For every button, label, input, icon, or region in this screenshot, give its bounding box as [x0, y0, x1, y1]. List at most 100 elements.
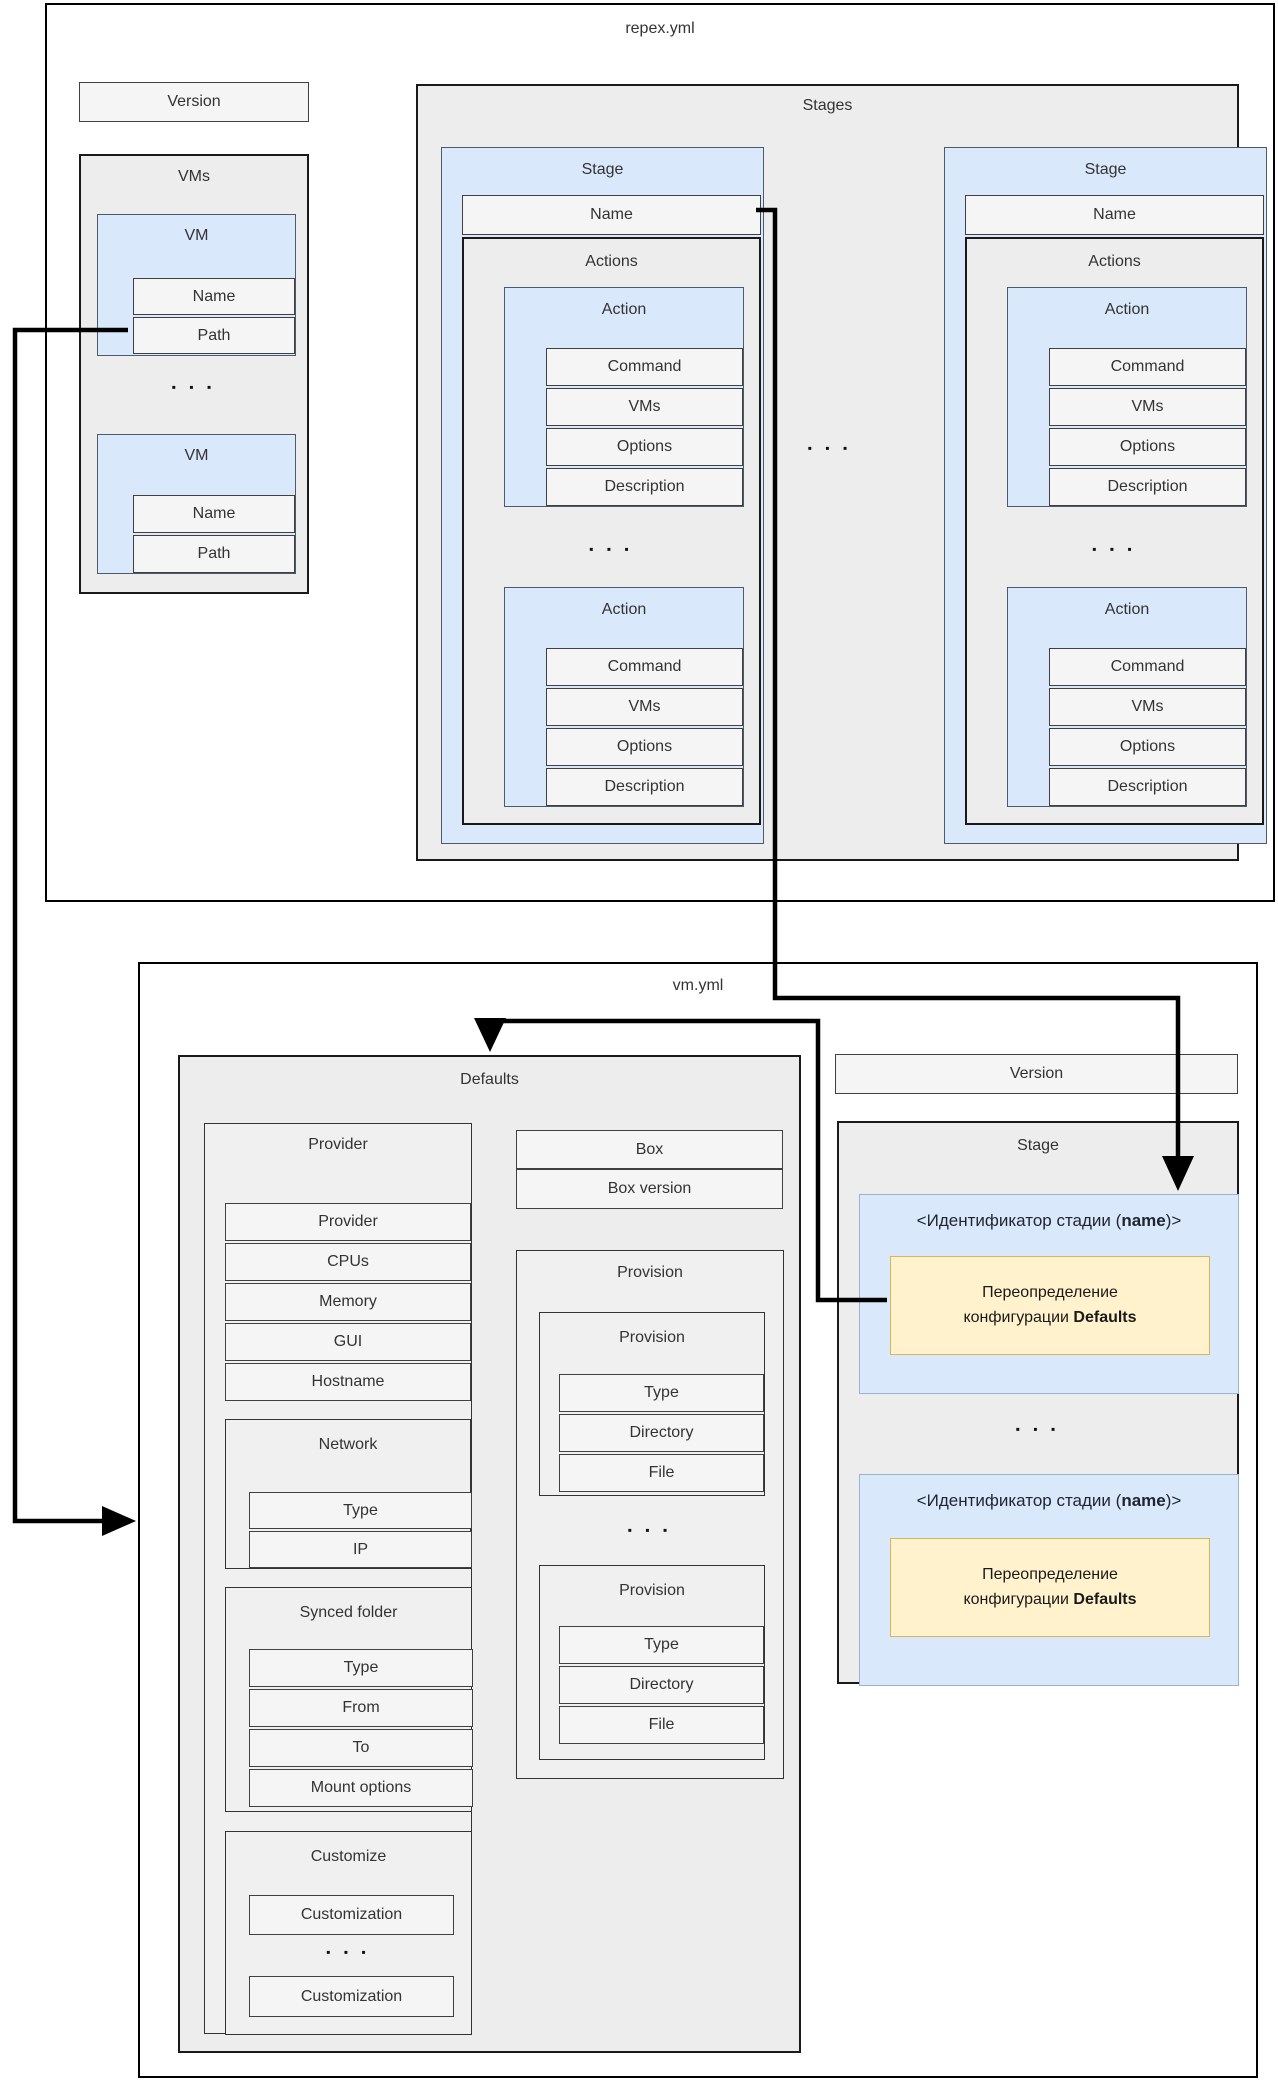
action-title: Action	[1104, 301, 1150, 318]
provider-field-gui: GUI	[225, 1323, 471, 1361]
stage-id-suffix: )>	[1165, 1491, 1182, 1510]
provision-item-title: Provision	[619, 1582, 685, 1599]
provision-ellipsis: ▪ ▪ ▪	[627, 1523, 673, 1537]
network-title: Network	[318, 1436, 378, 1453]
field-label: Mount options	[310, 1779, 412, 1796]
action-field-label: VMs	[1131, 698, 1164, 715]
stage-id-box: <Идентификатор стадии (name)> Переопреде…	[859, 1474, 1239, 1686]
action-field-label: VMs	[1131, 398, 1164, 415]
synced-field-type: Type	[249, 1649, 473, 1687]
action-field-command: Command	[1049, 348, 1246, 386]
vm-field-name: Name	[133, 278, 295, 315]
action-field-label: VMs	[628, 398, 661, 415]
field-label: Customization	[300, 1906, 403, 1923]
stage-name-label: Name	[590, 206, 633, 223]
provision-field-directory: Directory	[559, 1414, 764, 1452]
stage-title: Stage	[581, 161, 624, 178]
action-field-label: Command	[1110, 658, 1185, 675]
repex-file-box: repex.yml Version VMs VM Name Path ▪ ▪ ▪…	[45, 3, 1275, 902]
action-box: Action Command VMs Options Description	[504, 587, 744, 807]
field-label: Box	[635, 1140, 664, 1158]
action-field-description: Description	[1049, 768, 1246, 806]
synced-folder-box: Synced folder Type From To Mount options	[225, 1587, 473, 1812]
vm-field-name-label: Name	[192, 287, 236, 305]
note-line2-bold: Defaults	[1073, 1308, 1137, 1326]
vm-field-path-label: Path	[197, 326, 231, 344]
customization-box: Customization	[249, 1895, 454, 1935]
provision-field-directory: Directory	[559, 1666, 764, 1704]
box-version-row: Box version	[516, 1169, 783, 1209]
customize-title: Customize	[310, 1848, 387, 1865]
synced-field-to: To	[249, 1729, 473, 1767]
network-box: Network Type IP	[225, 1419, 472, 1569]
action-field-options: Options	[1049, 728, 1246, 766]
vm-field-name: Name	[133, 495, 295, 533]
customization-box: Customization	[249, 1976, 454, 2017]
vms-title: VMs	[178, 168, 210, 185]
stage-id-prefix: <Идентификатор стадии (	[916, 1211, 1122, 1230]
vm-stage-ellipsis: ▪ ▪ ▪	[1015, 1422, 1061, 1436]
action-title: Action	[601, 601, 647, 618]
field-label: Provider	[318, 1213, 378, 1230]
note-line1: Переопределение	[982, 1283, 1118, 1301]
action-box: Action Command VMs Options Description	[1007, 587, 1247, 807]
stages-title: Stages	[802, 97, 853, 114]
synced-field-from: From	[249, 1689, 473, 1727]
provider-title: Provider	[308, 1136, 368, 1153]
action-field-label: VMs	[628, 698, 661, 715]
action-field-label: Description	[604, 478, 685, 495]
vm-stage-box: Stage <Идентификатор стадии (name)> Пере…	[837, 1121, 1239, 1686]
defaults-override-note: Переопределение конфигурации Defaults	[890, 1538, 1210, 1637]
action-field-description: Description	[546, 768, 743, 806]
vm-version-label: Version	[1009, 1065, 1064, 1082]
stage-id-name: name	[1121, 1491, 1166, 1510]
action-title: Action	[1104, 601, 1150, 618]
field-label: Type	[644, 1384, 679, 1401]
note-line2-text: конфигурации	[963, 1590, 1074, 1608]
actions-title: Actions	[585, 253, 638, 270]
synced-folder-title: Synced folder	[299, 1604, 398, 1621]
action-field-label: Options	[616, 738, 673, 755]
note-line1: Переопределение	[982, 1565, 1118, 1583]
provision-item-title: Provision	[619, 1329, 685, 1346]
stage-id-name: name	[1121, 1211, 1166, 1230]
action-field-label: Command	[1110, 358, 1185, 375]
defaults-override-note: Переопределение конфигурации Defaults	[890, 1256, 1210, 1355]
vm-field-name-label: Name	[192, 505, 236, 522]
stage-id-box: <Идентификатор стадии (name)> Переопреде…	[859, 1194, 1239, 1394]
action-field-command: Command	[1049, 648, 1246, 686]
actions-box: Actions Action Command VMs Options Descr…	[965, 237, 1264, 825]
action-field-vms: VMs	[1049, 688, 1246, 726]
note-line2-text: конфигурации	[963, 1308, 1074, 1326]
action-field-vms: VMs	[546, 688, 743, 726]
stage-box: Stage Name Actions Action Command VMs Op…	[441, 147, 764, 844]
vm-stage-title: Stage	[1017, 1137, 1059, 1154]
action-field-vms: VMs	[1049, 388, 1246, 426]
action-field-options: Options	[546, 728, 743, 766]
provision-title: Provision	[617, 1264, 683, 1281]
repex-version-box: Version	[79, 82, 309, 122]
vm-title: VM	[184, 447, 209, 464]
vm-version-box: Version	[835, 1054, 1238, 1094]
action-field-label: Command	[607, 358, 682, 375]
vms-ellipsis: ▪ ▪ ▪	[171, 380, 217, 394]
actions-title: Actions	[1088, 253, 1141, 270]
action-title: Action	[601, 301, 647, 318]
provision-item-box: Provision Type Directory File	[539, 1565, 765, 1760]
stage-id-suffix: )>	[1165, 1211, 1182, 1230]
provision-box: Provision Provision Type Directory File …	[516, 1250, 784, 1779]
field-label: File	[648, 1716, 675, 1733]
field-label: Type	[343, 1501, 378, 1519]
box-row: Box	[516, 1130, 783, 1169]
field-label: Customization	[300, 1987, 403, 2005]
repex-title: repex.yml	[625, 20, 695, 37]
action-field-vms: VMs	[546, 388, 743, 426]
actions-box: Actions Action Command VMs Options Descr…	[462, 237, 761, 825]
action-box: Action Command VMs Options Description	[1007, 287, 1247, 507]
field-label: CPUs	[327, 1253, 369, 1270]
field-label: Memory	[319, 1293, 377, 1310]
network-field-type: Type	[249, 1492, 472, 1529]
stage-id-header: <Идентификатор стадии (name)>	[860, 1211, 1238, 1231]
field-label: To	[352, 1739, 370, 1756]
